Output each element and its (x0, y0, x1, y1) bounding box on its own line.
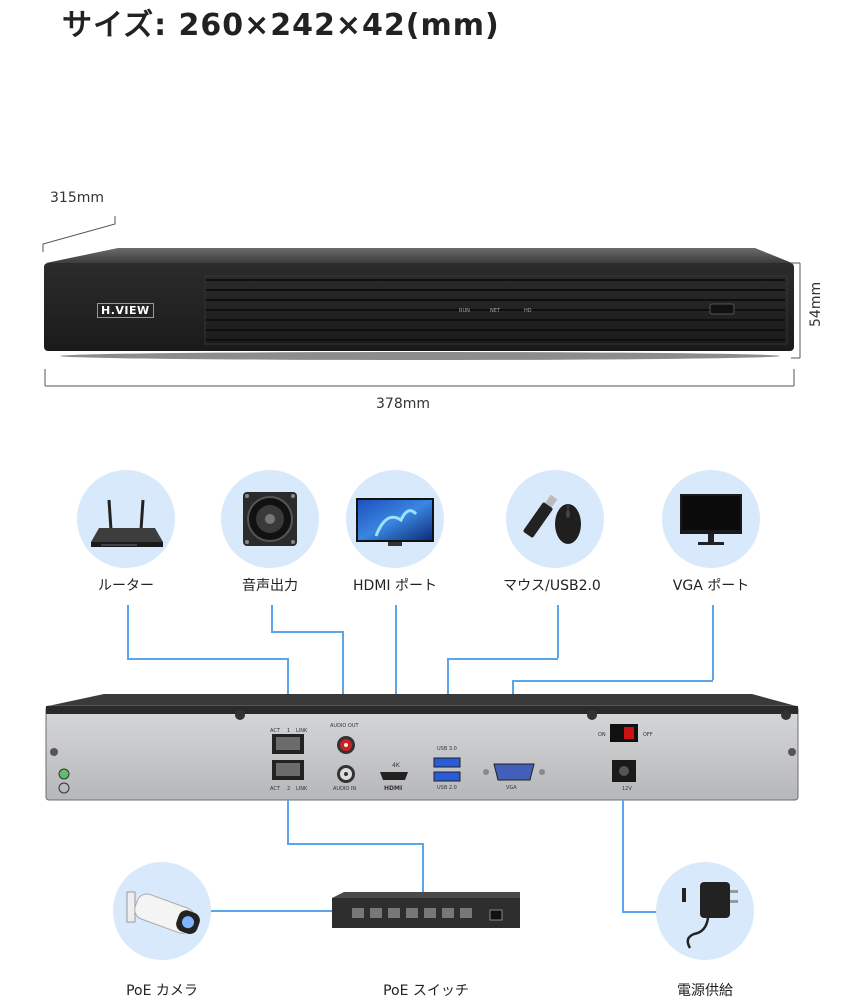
power-icon-bg (656, 862, 754, 960)
speaker-icon (243, 492, 297, 546)
act-label-2: ACT (270, 786, 280, 792)
switch-connector-v2 (422, 843, 424, 893)
switch-connector-v (287, 800, 289, 843)
usb-label: マウス/USB2.0 (503, 578, 601, 594)
switch-connector-h (287, 843, 423, 845)
poe-camera-icon-bg (113, 862, 211, 960)
hdmi-port-label: HDMI (384, 785, 403, 792)
usb-icon-bg (506, 470, 604, 568)
nvr-front-view (44, 248, 794, 360)
usb30-label: USB 3.0 (437, 746, 457, 752)
depth-dimension-line (42, 216, 116, 252)
audio-out-label: AUDIO OUT (330, 723, 359, 729)
vga-icon-bg (662, 470, 760, 568)
poe-camera-label: PoE カメラ (126, 983, 198, 999)
page-title: サイズ: 260×242×42(mm) (62, 8, 500, 43)
height-dimension: 54mm (808, 281, 824, 327)
hd-indicator: HD (524, 308, 532, 314)
hdmi-label: HDMI ポート (353, 578, 437, 594)
off-label: OFF (643, 732, 653, 738)
vga-connector-h (512, 680, 713, 682)
height-dimension-line (791, 262, 801, 359)
port1-label: 1 (287, 728, 291, 734)
camera-icon (126, 891, 200, 935)
audio-connector-h (271, 631, 343, 633)
brand-logo: H.VIEW (97, 303, 154, 318)
usb-connector-h (447, 658, 558, 660)
run-indicator: RUN (459, 308, 470, 314)
vga-port-label: VGA (506, 785, 517, 791)
power-connector-h (622, 911, 662, 913)
act-label-1: ACT (270, 728, 280, 734)
nvr-rear-view (45, 694, 799, 801)
vga-connector (712, 605, 714, 680)
hdmi-4k-label: 4K (392, 762, 400, 769)
poe-switch-icon (332, 892, 520, 928)
poe-switch-label: PoE スイッチ (383, 983, 469, 999)
monitor-icon (680, 494, 742, 545)
audio-in-label: AUDIO IN (333, 786, 357, 792)
tv-icon (356, 498, 434, 546)
audio-label: 音声出力 (242, 578, 298, 594)
router-icon (91, 499, 163, 547)
audio-connector-v (342, 631, 344, 723)
hdmi-connector (395, 605, 397, 760)
12v-label: 12V (622, 786, 632, 792)
link-label-1: LINK (296, 728, 308, 734)
router-label: ルーター (98, 578, 154, 594)
vga-label: VGA ポート (672, 578, 750, 594)
camera-connector (206, 910, 332, 912)
depth-dimension: 315mm (50, 190, 104, 206)
router-icon-bg (77, 470, 175, 568)
power-adapter-icon (682, 882, 738, 949)
net-indicator: NET (490, 308, 500, 314)
hdmi-icon-bg (346, 470, 444, 568)
link-label-2: LINK (296, 786, 308, 792)
audio-connector (271, 605, 273, 631)
on-label: ON (598, 732, 606, 738)
router-connector-h (127, 658, 288, 660)
usb20-label: USB 2.0 (437, 785, 457, 791)
power-connector-v (622, 800, 624, 912)
usb-mouse-icon (523, 494, 581, 544)
audio-icon-bg (221, 470, 319, 568)
width-dimension-line (44, 369, 795, 387)
port2-label: 2 (287, 786, 291, 792)
width-dimension: 378mm (376, 396, 430, 412)
power-label: 電源供給 (677, 983, 733, 999)
router-connector (127, 605, 129, 658)
usb-connector (557, 605, 559, 658)
